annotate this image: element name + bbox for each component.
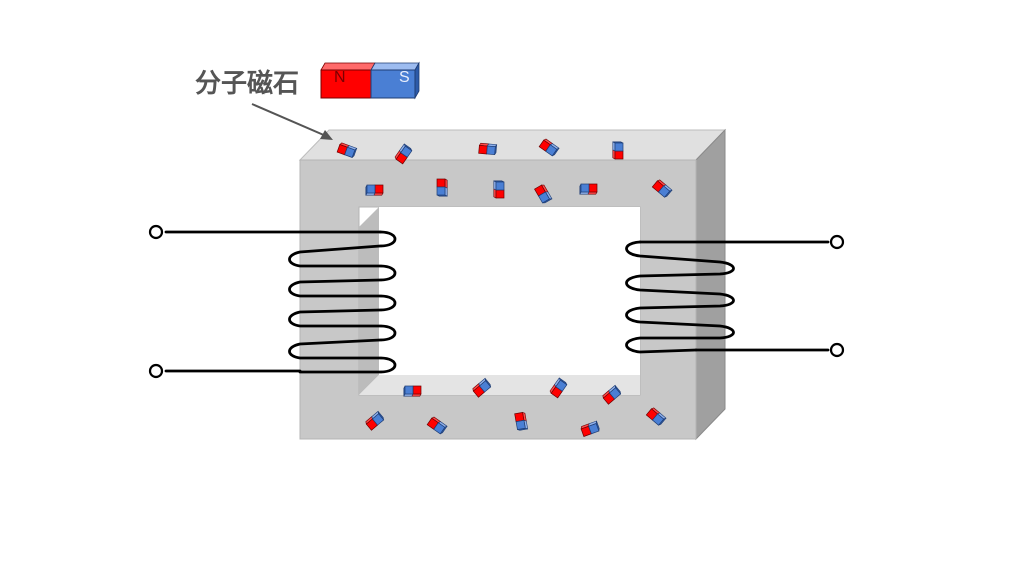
- secondary-terminal-bottom[interactable]: [829, 342, 845, 358]
- core-top-face: [298, 129, 727, 161]
- secondary-winding: [625, 240, 830, 354]
- window-inner-left: [359, 207, 379, 395]
- primary-terminal-top[interactable]: [148, 224, 164, 240]
- core-side-face: [695, 128, 726, 441]
- secondary-terminal-top[interactable]: [829, 234, 845, 250]
- window-opening: [379, 207, 640, 375]
- primary-winding: [164, 230, 397, 374]
- legend-north-pole: [320, 69, 372, 99]
- pointer-arrow: [251, 103, 333, 140]
- legend-label: 分子磁石: [195, 68, 299, 99]
- south-pole-label: S: [399, 69, 410, 86]
- legend-south-pole: [370, 69, 416, 99]
- window-inner-bottom: [359, 375, 640, 395]
- legend-magnet: N S: [320, 61, 420, 100]
- primary-terminal-bottom[interactable]: [148, 363, 164, 379]
- north-pole-label: N: [334, 69, 346, 86]
